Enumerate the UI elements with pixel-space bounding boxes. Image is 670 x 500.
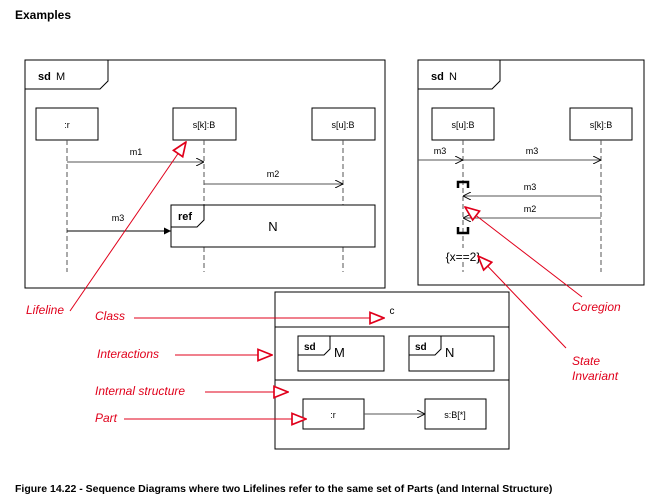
message-label-m1: m1 — [130, 147, 143, 157]
heading: Examples — [15, 8, 71, 22]
lifeline-label-r: :r — [64, 120, 70, 130]
ref-name: N — [268, 219, 277, 234]
part-sb — [424, 398, 487, 430]
annotation-arrow-coregion — [465, 207, 583, 298]
figure-caption: Figure 14.22 - Sequence Diagrams where t… — [15, 483, 552, 495]
annotation-class: Class — [95, 309, 125, 323]
annotations: Lifeline Class Interactions Internal str… — [26, 142, 621, 425]
class-box: c sd M sd N :r s:B[*] — [274, 291, 510, 450]
frame-n-name: N — [449, 71, 457, 83]
lifeline-label-sk: s[k]:B — [193, 120, 216, 130]
interaction-n-keyword: sd — [415, 342, 427, 353]
coregion-bracket-bottom — [456, 227, 470, 235]
frame-sd-m: sd M :r s[k]:B s[u]:B m1 m2 m3 ref N — [24, 59, 386, 289]
lifeline-label-su: s[u]:B — [331, 120, 354, 130]
annotation-state-invariant-line1: State — [572, 354, 600, 368]
message-label-n-m3-back: m3 — [524, 182, 537, 192]
frame-n-keyword: sd — [431, 71, 444, 83]
part-r-label: :r — [330, 410, 336, 420]
annotation-coregion: Coregion — [572, 300, 621, 314]
message-label-n-m2-back: m2 — [524, 204, 537, 214]
annotation-state-invariant-line2: Invariant — [572, 369, 619, 383]
lifeline-head-r — [35, 107, 99, 141]
message-label-n-m3-out: m3 — [526, 146, 539, 156]
frame-m-name: M — [56, 71, 65, 83]
interaction-frame-n — [408, 335, 495, 372]
lifeline-head-n-sk — [569, 107, 633, 141]
annotation-arrow-state-invariant — [478, 256, 567, 349]
class-name: c — [390, 306, 395, 317]
lifeline-head-sk — [172, 107, 237, 141]
ref-keyword: ref — [178, 211, 192, 223]
annotation-interactions: Interactions — [97, 347, 159, 361]
interaction-m-name: M — [334, 345, 345, 360]
interaction-frame-m — [297, 335, 385, 372]
lifeline-label-n-sk: s[k]:B — [590, 120, 613, 130]
annotation-arrow-lifeline — [69, 142, 186, 312]
state-invariant-label: {x==2} — [446, 250, 481, 264]
lifeline-head-n-su — [431, 107, 495, 141]
annotation-internal-structure: Internal structure — [95, 384, 185, 398]
interaction-m-keyword: sd — [304, 342, 316, 353]
part-sb-label: s:B[*] — [444, 410, 466, 420]
message-label-m3: m3 — [112, 213, 125, 223]
lifeline-label-n-su: s[u]:B — [451, 120, 474, 130]
message-label-n-m3-found: m3 — [434, 146, 447, 156]
annotation-part: Part — [95, 411, 118, 425]
frame-m-keyword: sd — [38, 71, 51, 83]
interaction-use-ref — [170, 204, 376, 248]
interaction-n-name: N — [445, 345, 454, 360]
message-label-m2: m2 — [267, 169, 280, 179]
annotation-lifeline: Lifeline — [26, 303, 64, 317]
frame-sd-n: sd N s[u]:B s[k]:B m3 m3 m3 m2 {x==2} — [417, 59, 645, 286]
coregion-bracket-top — [456, 180, 470, 188]
